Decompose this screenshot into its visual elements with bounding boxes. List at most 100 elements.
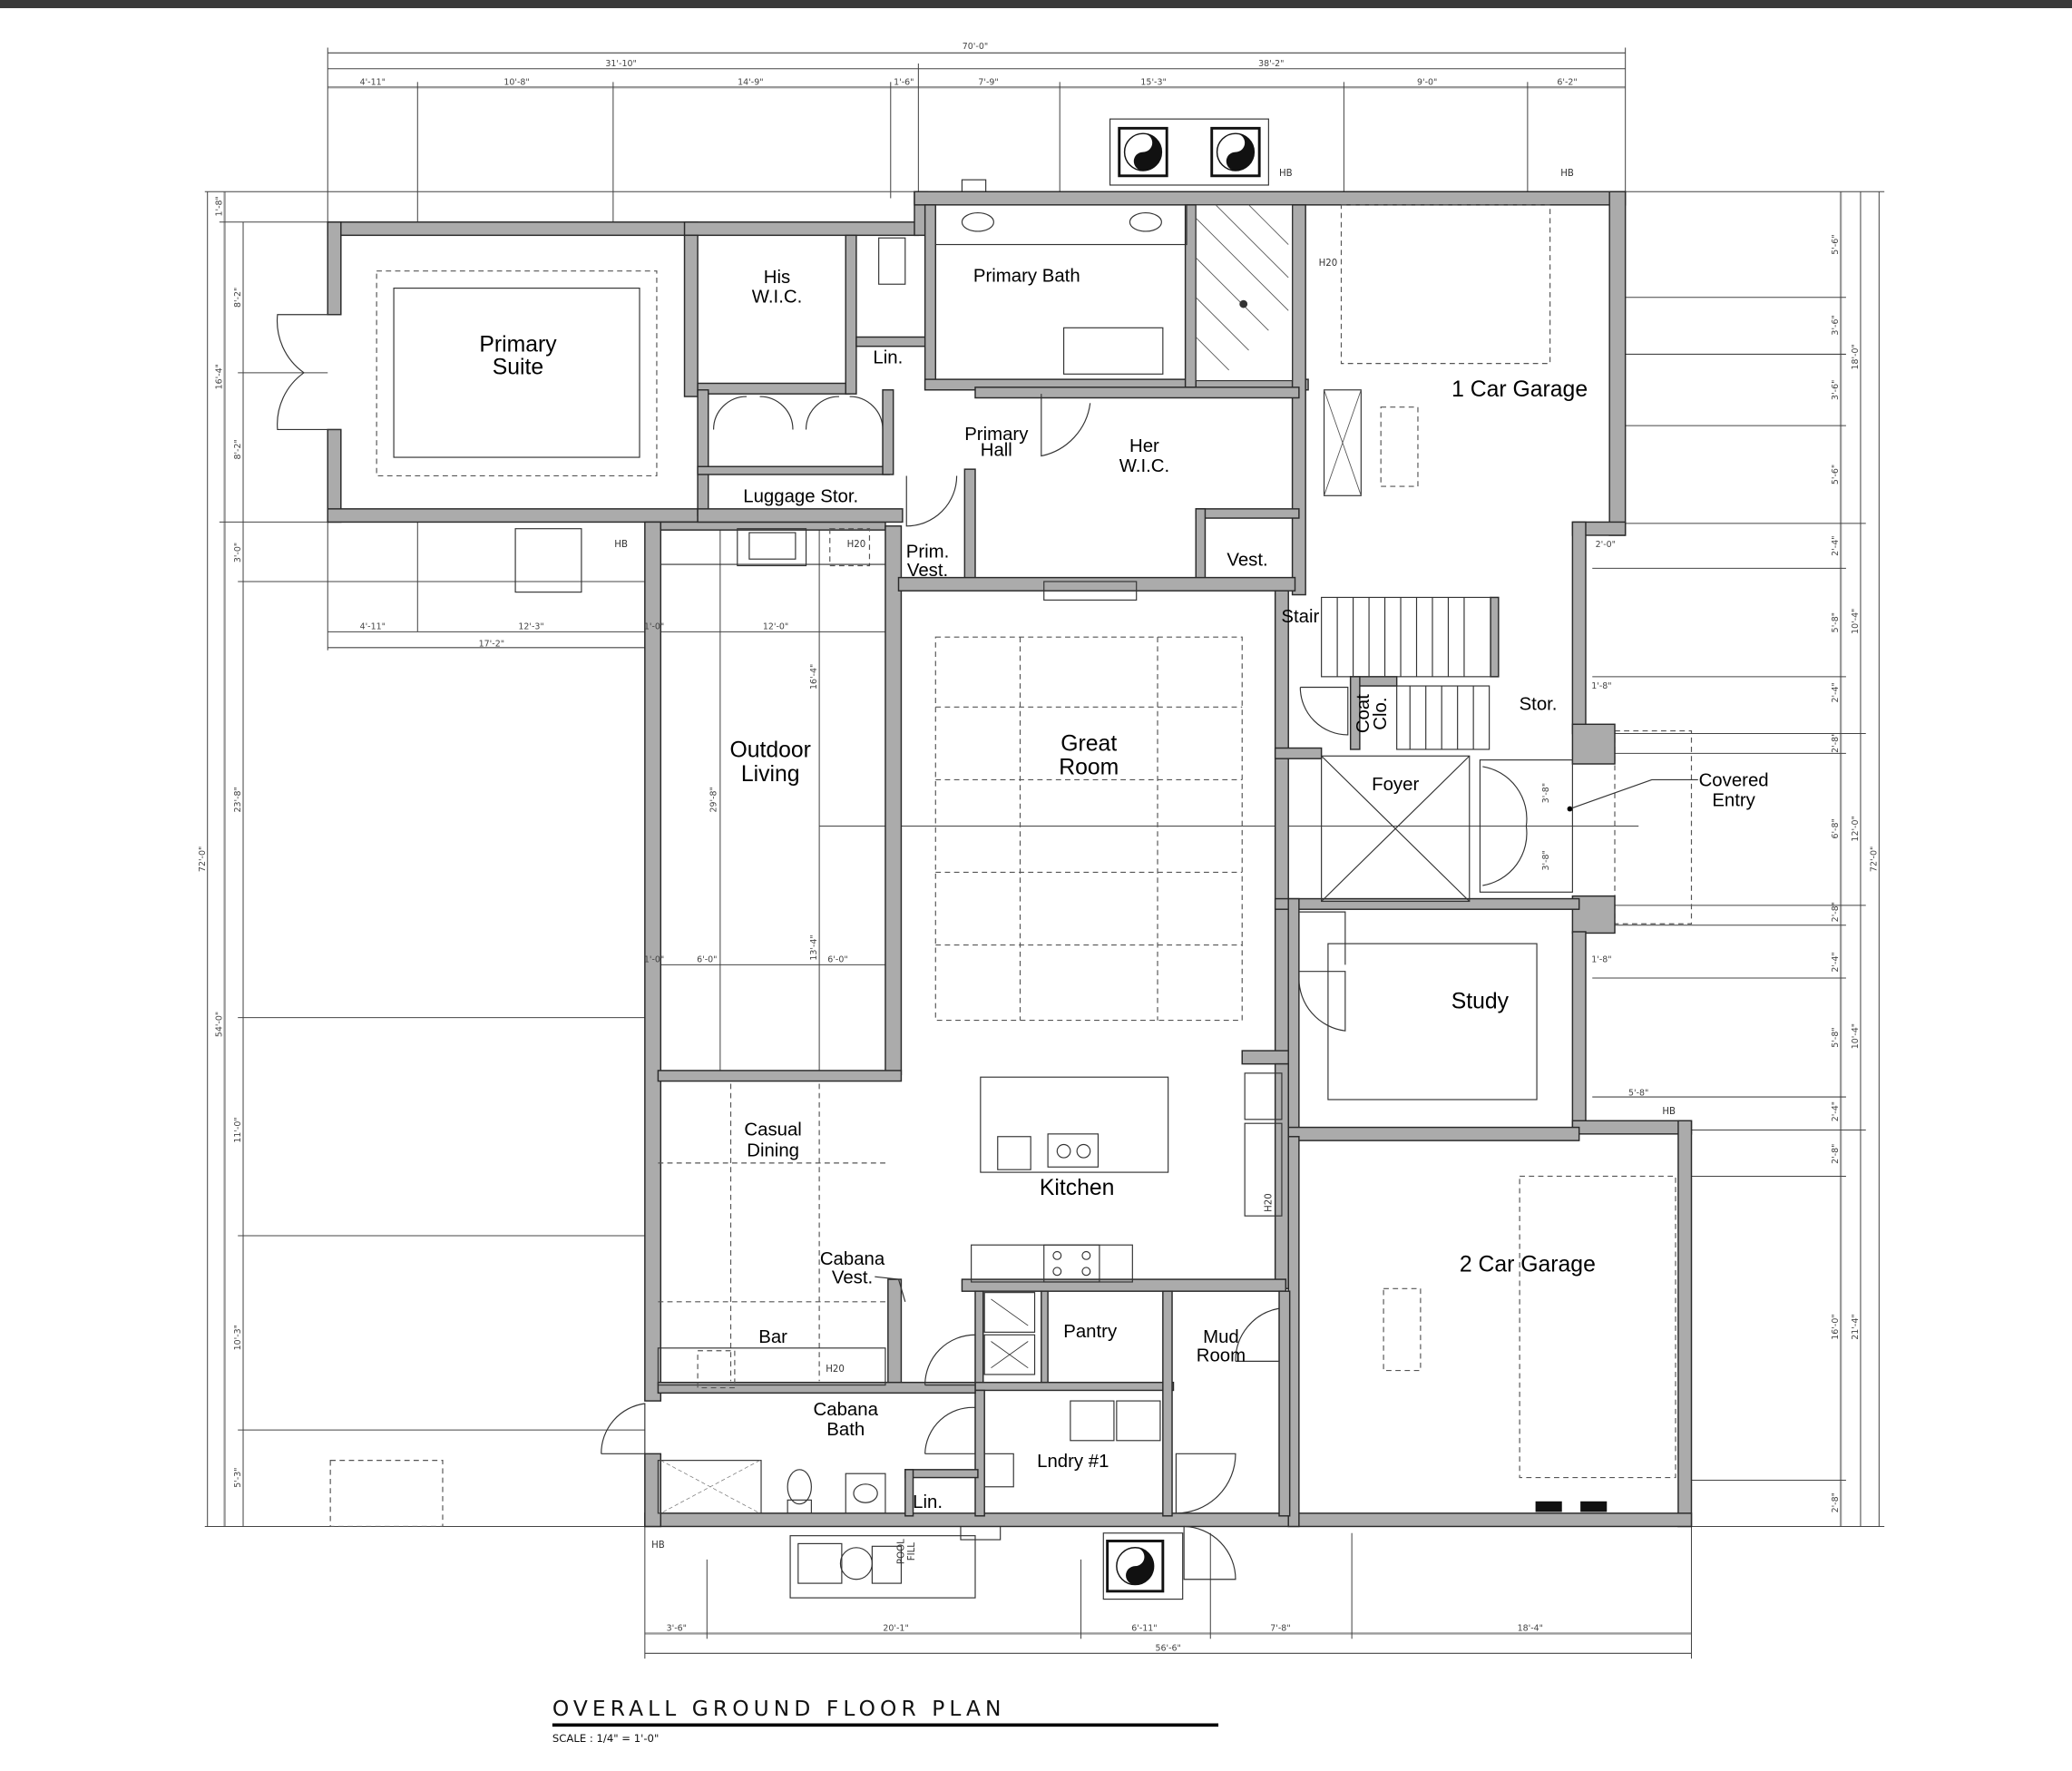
dim-interior: 1'-0" bbox=[644, 621, 664, 631]
hose-bib-label: HB bbox=[614, 540, 628, 550]
ac-unit-icon bbox=[1118, 126, 1168, 178]
interior-details bbox=[276, 204, 1676, 1580]
dim-interior: 13'-4" bbox=[809, 934, 819, 960]
dim-interior: 1'-8" bbox=[1591, 954, 1611, 964]
dim-left: 11'-0" bbox=[233, 1117, 243, 1142]
dim-top: 14'-9" bbox=[738, 77, 763, 87]
room-label-primary-bath: Primary Bath bbox=[973, 266, 1080, 286]
dim-right: 2'-8" bbox=[1831, 902, 1841, 922]
dim-left-sub: 54'-0" bbox=[215, 1012, 225, 1037]
dim-interior: 1'-0" bbox=[644, 954, 664, 964]
dim-right: 5'-8" bbox=[1831, 612, 1841, 632]
drawing-scale: SCALE : 1/4" = 1'-0" bbox=[552, 1732, 659, 1745]
room-label-linen-lower: Lin. bbox=[913, 1492, 943, 1512]
dim-top: 9'-0" bbox=[1417, 77, 1437, 87]
dimension-labels: 70'-0" 31'-10" 38'-2" 4'-11" 10'-8" 14'-… bbox=[198, 42, 1880, 1653]
dim-right-column: 5'-6" 3'-6" 3'-6" 5'-6" 2'-4" 5'-8" 2'-4… bbox=[1831, 234, 1879, 1512]
room-label-bar: Bar bbox=[758, 1327, 787, 1347]
water-label: H20 bbox=[1264, 1193, 1274, 1212]
hose-bib-label: HB bbox=[1662, 1107, 1676, 1117]
dim-interior: 6'-0" bbox=[827, 954, 847, 964]
room-label-pantry: Pantry bbox=[1063, 1322, 1118, 1342]
dim-interior: 6'-0" bbox=[697, 954, 717, 964]
dim-interior: 12'-0" bbox=[763, 621, 788, 631]
dim-right-sub: 21'-4" bbox=[1851, 1314, 1861, 1339]
pool-equipment bbox=[789, 1535, 976, 1599]
dim-interior: 12'-3" bbox=[518, 621, 543, 631]
dim-interior: 4'-11" bbox=[360, 621, 386, 631]
dim-top: 7'-9" bbox=[978, 77, 998, 87]
hose-bib-label: HB bbox=[1560, 169, 1574, 179]
title-block: OVERALL GROUND FLOOR PLAN SCALE : 1/4" =… bbox=[552, 1697, 1219, 1745]
dim-top-sub: 38'-2" bbox=[1258, 59, 1284, 69]
dim-interior: 16'-4" bbox=[809, 664, 819, 690]
dim-left: 8'-2" bbox=[233, 288, 243, 308]
dim-top: 1'-6" bbox=[894, 77, 914, 87]
water-label: H20 bbox=[826, 1365, 845, 1375]
dim-right: 2'-4" bbox=[1831, 535, 1841, 555]
dim-interior: 29'-8" bbox=[709, 787, 718, 812]
dim-interior: 17'-2" bbox=[479, 639, 504, 649]
exterior-features bbox=[329, 118, 1698, 1600]
room-label-linen: Lin. bbox=[873, 348, 903, 368]
pool-fill-label: POOLFILL bbox=[896, 1539, 917, 1564]
dim-right-sub: 10'-4" bbox=[1851, 608, 1861, 633]
dim-right-sub: 18'-0" bbox=[1851, 344, 1861, 369]
dim-left-sub: 1'-8" bbox=[215, 196, 225, 216]
ac-unit-icon bbox=[1210, 126, 1261, 178]
dim-left: 3'-0" bbox=[233, 543, 243, 563]
dim-bottom: 18'-4" bbox=[1518, 1624, 1543, 1634]
dim-right-sub: 12'-0" bbox=[1851, 816, 1861, 841]
dim-right: 5'-6" bbox=[1831, 234, 1841, 254]
water-label: H20 bbox=[1319, 259, 1338, 269]
dim-right: 2'-8" bbox=[1831, 1144, 1841, 1164]
dim-right-sub: 10'-4" bbox=[1851, 1023, 1861, 1049]
dim-right: 3'-6" bbox=[1831, 380, 1841, 400]
room-label-one-car-garage: 1 Car Garage bbox=[1451, 377, 1588, 402]
dim-top-sub: 31'-10" bbox=[605, 59, 636, 69]
hose-bib-label: HB bbox=[651, 1541, 665, 1551]
dim-interior: 3'-8" bbox=[1541, 783, 1551, 803]
dim-top: 6'-2" bbox=[1557, 77, 1577, 87]
dim-right: 6'-8" bbox=[1831, 818, 1841, 838]
dim-left-overall: 72'-0" bbox=[198, 846, 208, 872]
dimension-lines bbox=[204, 47, 1885, 1659]
dim-left: 8'-2" bbox=[233, 439, 243, 459]
dim-right: 2'-8" bbox=[1831, 732, 1841, 752]
dim-right: 3'-6" bbox=[1831, 315, 1841, 335]
fixture-labels: HB HB HB HB HB H20 H20 H20 H20 POOLFILL bbox=[614, 169, 1676, 1564]
dim-interior: 2'-0" bbox=[1596, 540, 1616, 550]
room-label-foyer: Foyer bbox=[1372, 775, 1419, 795]
dim-bottom: 6'-11" bbox=[1131, 1624, 1157, 1634]
dim-top: 15'-3" bbox=[1140, 77, 1166, 87]
water-label: H20 bbox=[847, 540, 866, 550]
dim-bottom: 7'-8" bbox=[1270, 1624, 1290, 1634]
room-label-vest: Vest. bbox=[1227, 550, 1267, 570]
room-label-study: Study bbox=[1451, 989, 1510, 1013]
hose-bib-label: HB bbox=[1279, 169, 1293, 179]
dim-left: 10'-3" bbox=[233, 1325, 243, 1350]
dim-interior: 1'-8" bbox=[1591, 681, 1611, 691]
dim-bottom: 20'-1" bbox=[883, 1624, 908, 1634]
room-label-two-car-garage: 2 Car Garage bbox=[1460, 1252, 1596, 1277]
room-label-storage: Stor. bbox=[1520, 694, 1558, 714]
dim-right: 2'-4" bbox=[1831, 682, 1841, 702]
dim-right: 2'-4" bbox=[1831, 1101, 1841, 1121]
drawing-title: OVERALL GROUND FLOOR PLAN bbox=[552, 1697, 1006, 1721]
room-label-coat-closet: CoatClo. bbox=[1354, 694, 1391, 733]
dim-left-sub: 16'-4" bbox=[215, 364, 225, 389]
dim-right-overall: 72'-0" bbox=[1869, 846, 1879, 872]
